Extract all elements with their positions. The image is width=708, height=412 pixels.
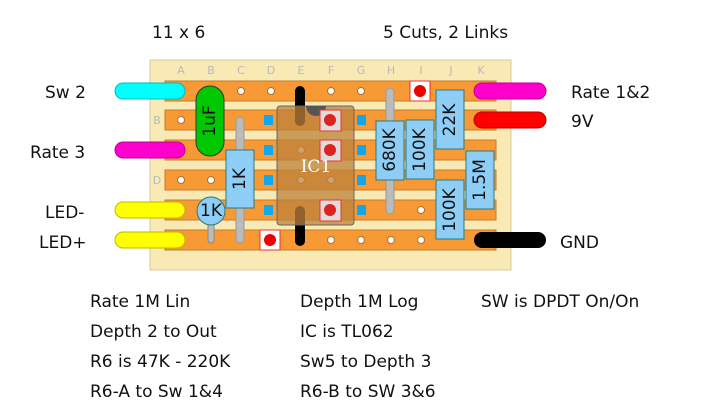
column-label: J bbox=[448, 64, 452, 77]
column-label: K bbox=[477, 64, 485, 77]
pad-dot bbox=[264, 234, 276, 246]
led bbox=[196, 196, 226, 226]
note: Depth 1M Log bbox=[300, 292, 418, 312]
resistor-1-5m bbox=[465, 150, 495, 210]
hole bbox=[417, 206, 425, 214]
wire-led-plus bbox=[114, 231, 186, 249]
note: SW is DPDT On/On bbox=[481, 292, 639, 312]
note: Depth 2 to Out bbox=[90, 322, 217, 342]
ic-pads bbox=[319, 109, 342, 222]
hole bbox=[387, 236, 395, 244]
label-gnd: GND bbox=[560, 233, 599, 253]
column-label: G bbox=[357, 64, 366, 77]
resistor-1k bbox=[225, 149, 255, 209]
note: R6 is 47K - 220K bbox=[90, 352, 231, 372]
grid-size-label: 11 x 6 bbox=[152, 23, 205, 43]
hole bbox=[357, 87, 365, 95]
resistor-680k bbox=[375, 120, 405, 181]
wire-rate3 bbox=[114, 141, 186, 159]
hole bbox=[267, 87, 275, 95]
resistor-22k-label: 22K bbox=[440, 103, 460, 137]
led-label: 1K bbox=[200, 201, 223, 221]
column-label: D bbox=[267, 64, 275, 77]
resistor-680k-label: 680K bbox=[380, 127, 400, 171]
hole bbox=[357, 236, 365, 244]
hole bbox=[177, 176, 185, 184]
column-label: H bbox=[387, 64, 395, 77]
pad-dot bbox=[414, 85, 426, 97]
hole bbox=[237, 87, 245, 95]
column-label: E bbox=[298, 64, 305, 77]
capacitor-1uf bbox=[195, 85, 225, 157]
column-label: A bbox=[177, 64, 185, 77]
hole bbox=[327, 236, 335, 244]
row-label-b: B bbox=[153, 114, 161, 127]
hole bbox=[327, 87, 335, 95]
label-rate12: Rate 1&2 bbox=[571, 83, 650, 103]
resistor-100k-bottom bbox=[435, 179, 465, 240]
ic-label: IC1 bbox=[301, 157, 332, 177]
hole bbox=[417, 236, 425, 244]
resistor-1-5m-label: 1.5M bbox=[470, 159, 490, 201]
hole bbox=[207, 176, 215, 184]
note: R6-A to Sw 1&4 bbox=[90, 382, 223, 402]
column-label: F bbox=[328, 64, 334, 77]
wire-led-minus bbox=[114, 201, 186, 219]
row-label-d: D bbox=[153, 174, 161, 187]
label-sw2: Sw 2 bbox=[45, 83, 86, 103]
resistor-1k-label: 1K bbox=[230, 167, 250, 190]
label-rate3: Rate 3 bbox=[30, 143, 85, 163]
resistor-22k bbox=[435, 89, 465, 150]
wire-gnd bbox=[474, 232, 546, 248]
wire-sw2 bbox=[114, 82, 186, 100]
column-labels: A B C D E F G H I J K bbox=[177, 64, 485, 77]
resistor-100k-top-label: 100K bbox=[410, 127, 430, 171]
column-label: B bbox=[207, 64, 215, 77]
label-led-plus: LED+ bbox=[39, 233, 87, 253]
note: R6-B to SW 3&6 bbox=[300, 382, 436, 402]
ic-pins bbox=[264, 115, 366, 215]
column-label: I bbox=[419, 64, 422, 77]
label-led-minus: LED- bbox=[45, 203, 84, 223]
cuts-links-label: 5 Cuts, 2 Links bbox=[383, 23, 508, 43]
wire-rate12 bbox=[473, 82, 547, 100]
wire-9v bbox=[473, 111, 547, 129]
column-label: C bbox=[237, 64, 245, 77]
note: Sw5 to Depth 3 bbox=[300, 352, 431, 372]
capacitor-label: 1uF bbox=[200, 105, 220, 136]
note: IC is TL062 bbox=[300, 322, 394, 342]
label-9v: 9V bbox=[571, 112, 594, 132]
hole bbox=[177, 116, 185, 124]
resistor-100k-top bbox=[405, 119, 435, 180]
notes: Rate 1M Lin Depth 2 to Out R6 is 47K - 2… bbox=[90, 292, 639, 402]
resistor-100k-bottom-label: 100K bbox=[440, 187, 460, 231]
note: Rate 1M Lin bbox=[90, 292, 190, 312]
